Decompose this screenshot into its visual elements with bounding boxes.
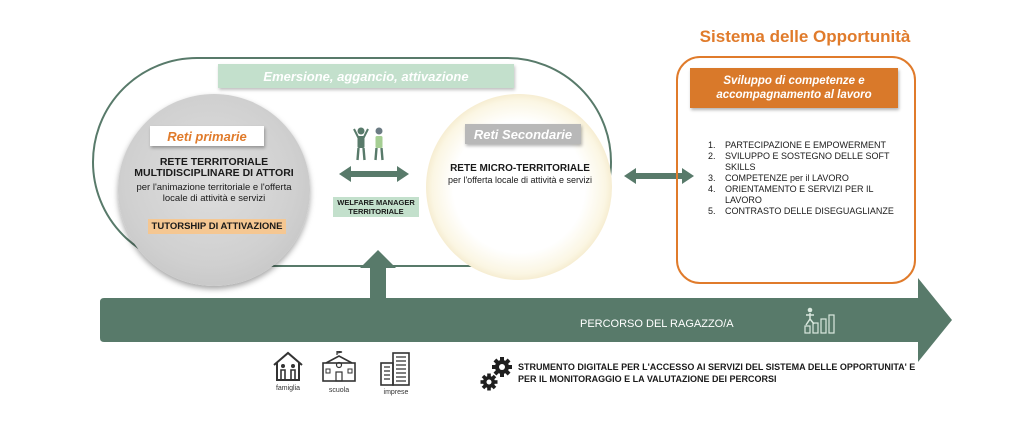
place-family: famiglia — [268, 350, 308, 392]
list-item: 1.PARTECIPAZIONE E EMPOWERMENT — [708, 140, 887, 150]
list-item: 5.CONTRASTO DELLE DISEGUAGLIANZE — [708, 206, 894, 216]
opportunity-system-header: Sviluppo di competenze e accompagnamento… — [690, 68, 898, 108]
welfare-manager-label: WELFARE MANAGER TERRITORIALE — [333, 197, 419, 217]
secondary-network-circle — [426, 94, 612, 280]
network-container — [92, 57, 612, 267]
list-item: 2.SVILUPPO E SOSTEGNO DELLE SOFT SKILLS — [708, 151, 890, 172]
list-item: 4.ORIENTAMENTO E SERVIZI PER IL LAVORO — [708, 184, 874, 205]
opportunity-list: 1.PARTECIPAZIONE E EMPOWERMENT 2.SVILUPP… — [708, 140, 904, 217]
gears-icon — [480, 357, 512, 391]
secondary-network-label: Reti Secondarie — [465, 124, 581, 144]
secondary-network-description: per l'offerta locale di attività e servi… — [447, 175, 593, 185]
primary-network-label: Reti primarie — [150, 126, 264, 146]
school-icon — [322, 351, 356, 382]
opportunity-system-title: Sistema delle Opportunità — [699, 27, 911, 46]
opportunity-system-box — [676, 56, 916, 284]
list-item: 3.COMPETENZE per il LAVORO — [708, 173, 849, 183]
buildings-icon — [380, 352, 410, 386]
secondary-network-title: RETE MICRO-TERRITORIALE — [450, 163, 590, 174]
digital-tool-text: STRUMENTO DIGITALE PER L'ACCESSO AI SERV… — [518, 362, 916, 384]
banner-emersione: Emersione, aggancio, attivazione — [218, 64, 514, 88]
tutorship-badge: TUTORSHIP DI ATTIVAZIONE — [148, 219, 286, 234]
upward-arrow — [360, 250, 396, 300]
double-arrow-networks — [339, 166, 409, 182]
growth-chart-icon — [804, 307, 835, 334]
path-label: PERCORSO DEL RAGAZZO/A — [580, 318, 734, 330]
place-label-business: imprese — [383, 389, 409, 396]
double-arrow-system — [624, 168, 694, 184]
primary-network-title: RETE TERRITORIALE MULTIDISCIPLINARE DI A… — [134, 156, 294, 179]
place-label-school: scuola — [328, 387, 350, 394]
house-family-icon — [273, 351, 303, 381]
people-icon — [353, 127, 384, 161]
place-business: imprese — [374, 351, 418, 396]
place-label-family: famiglia — [275, 385, 301, 392]
primary-network-description: per l'animazione territoriale e l'offert… — [136, 182, 292, 204]
path-arrow — [100, 278, 952, 362]
place-school: scuola — [317, 351, 361, 394]
